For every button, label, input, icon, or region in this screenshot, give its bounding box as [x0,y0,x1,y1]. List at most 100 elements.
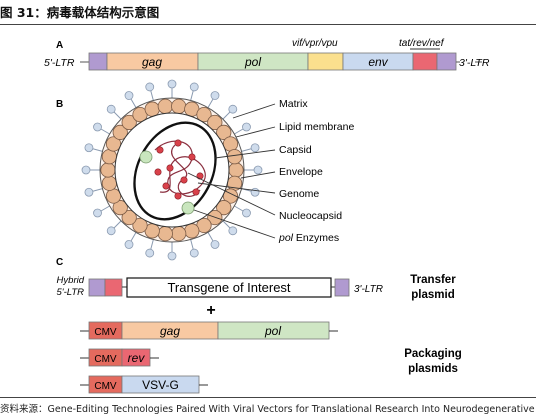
regulatory-genes-box [412,52,438,71]
hybrid-label-line2: 5'-LTR [56,287,84,298]
panel-c-label: C [56,257,63,268]
hybrid-label-line1: Hybrid [57,275,85,286]
envelope-spike-head [93,122,102,132]
matrix-protein [144,101,160,117]
envelope-spike-stalk [241,148,252,152]
label-pol-enzymes: pol Enzymes [278,232,339,244]
envelope-spike-head [167,251,177,261]
envelope-spike-stalk [234,205,244,212]
envelope-spike-stalk [190,239,194,250]
label-envelope: Envelope [279,166,323,178]
envelope-spike-head [84,143,94,153]
envelope-spike-stalk [100,205,110,212]
nucleocapsid-protein [166,164,174,172]
nucleocapsid-protein [156,146,164,154]
envelope-spike-head [145,248,155,258]
envelope-spike-head [228,104,238,114]
gag-label: gag [142,55,162,69]
matrix-protein [171,98,187,114]
pol-label: pol [244,55,261,69]
nucleocapsid-protein [196,172,204,180]
transfer-plasmid-line1: Transfer [410,274,456,286]
envelope-spike-head [242,208,251,218]
nucleocapsid-protein [154,168,162,176]
envelope-spike-stalk [207,232,214,242]
label-pol-italic: pol [278,232,294,244]
envelope-spike-head [81,165,91,175]
envelope-spike-head [93,208,102,218]
rev-label: rev [128,351,146,365]
pol-enzyme-1 [139,150,153,164]
panel-b-label: B [56,99,63,110]
envelope-spike-stalk [222,220,231,229]
matrix-protein [228,162,244,178]
vsvg-label: VSV-G [142,378,179,392]
cmv-label-1: CMV [94,327,117,338]
matrix-protein [100,162,116,178]
transfer-ltr3-box [334,278,350,297]
envelope-spike-stalk [92,148,103,152]
envelope-spike-head [228,226,238,236]
nucleocapsid-protein [162,182,170,190]
matrix-protein [216,200,232,216]
matrix-protein [227,149,243,165]
packaging-gag-label: gag [160,324,180,338]
envelope-spike-head [189,248,199,258]
plus-sign: + [206,302,215,319]
transfer-ltr3-label: 3'-LTR [354,284,383,295]
matrix-protein [132,217,148,234]
envelope-spike-stalk [113,111,122,120]
callout-matrix [232,103,276,119]
label-capsid: Capsid [279,144,312,156]
nucleocapsid-protein [180,176,188,184]
envelope-spikes [81,79,263,261]
callout-lines [187,103,276,239]
ltr5-label: 5'-LTR [44,57,75,69]
label-enzymes-rest: Enzymes [293,232,339,244]
label-genome: Genome [279,188,319,200]
matrix-protein [216,124,232,140]
transfer-red-box [104,278,123,297]
envelope-spike-head [167,79,177,89]
transfer-plasmid-line2: plasmid [411,289,454,301]
envelope-spike-head [189,82,199,92]
accessory-genes-box [307,52,344,71]
callout-genome [197,182,276,194]
transgene-label: Transgene of Interest [167,280,290,295]
title-divider [0,24,536,25]
nucleocapsid-protein [174,139,182,147]
envelope-spike-stalk [113,220,122,229]
envelope-spike-head [106,104,116,114]
envelope-spike-head [145,82,155,92]
pol-enzyme-2 [181,201,195,215]
matrix-protein [171,226,187,242]
cmv-label-2: CMV [94,354,117,365]
envelope-spike-head [210,240,220,249]
regulatory-genes-label: tat/rev/nef [399,38,445,49]
envelope-spike-head [242,122,251,132]
callout-enzymes [193,209,276,239]
nucleocapsid-protein [188,153,196,161]
envelope-spike-stalk [150,239,154,250]
label-nucleocapsid: Nucleocapsid [279,210,342,222]
matrix-protein [157,226,173,242]
envelope-spike-stalk [222,111,231,120]
envelope-spike-stalk [130,232,137,242]
source-divider [0,397,536,398]
virion-illustration [81,79,263,261]
packaging-pol-label: pol [264,324,281,338]
ltr3-label: 3'-LTR [459,57,490,69]
accessory-genes-label: vif/vpr/vpu [292,38,338,49]
nucleocapsid-protein [174,192,182,200]
ltr3-box [436,52,457,71]
envelope-spike-head [84,187,94,197]
envelope-spike-head [106,226,116,236]
matrix-protein [101,149,117,165]
callout-capsid [214,149,276,159]
matrix-protein [112,200,128,216]
envelope-spike-head [250,187,260,197]
virion-labels: Matrix Lipid membrane Capsid Envelope Ge… [278,98,354,244]
envelope-spike-stalk [100,128,110,135]
source-note: 资料来源：Gene-Editing Technologies Paired Wi… [0,404,535,415]
